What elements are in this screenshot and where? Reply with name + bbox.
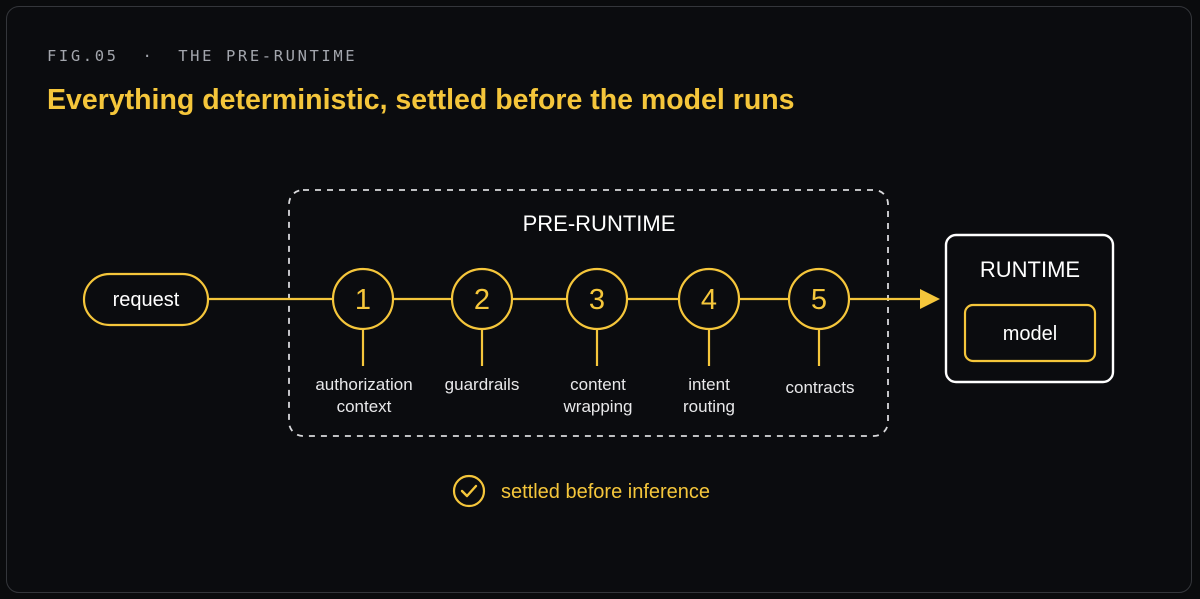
step-2-label-line1: guardrails (445, 375, 520, 394)
request-pill (82, 272, 210, 327)
step-5-label-line1: contracts (786, 378, 855, 397)
step-1-circle (331, 267, 395, 331)
step-3-number: 3 (589, 284, 605, 316)
model-label: model (1003, 323, 1057, 345)
flow-arrowhead (920, 289, 940, 309)
runtime-title: RUNTIME (980, 257, 1080, 282)
pre-runtime-title: PRE-RUNTIME (523, 211, 676, 236)
settled-note: settled before inference (501, 481, 710, 503)
step-2: 2 guardrails (445, 267, 520, 394)
step-4: 4 intent routing (677, 267, 741, 416)
step-1-label-line2: context (337, 397, 392, 416)
model-box (963, 303, 1097, 363)
step-4-label-line2: routing (683, 397, 735, 416)
step-1: 1 authorization context (315, 267, 413, 416)
step-3-label-line1: content (570, 375, 626, 394)
step-3-label-line2: wrapping (563, 397, 633, 416)
step-2-number: 2 (474, 284, 490, 316)
step-4-number: 4 (701, 284, 717, 316)
step-4-label-line1: intent (688, 375, 730, 394)
pre-runtime-container (288, 189, 889, 437)
figure-label: FIG.05 · THE PRE-RUNTIME (47, 47, 358, 65)
request-label: request (113, 289, 180, 311)
step-5: 5 contracts (786, 267, 855, 397)
step-1-label-line1: authorization (315, 375, 412, 394)
step-1-number: 1 (355, 284, 371, 316)
step-3-circle (565, 267, 629, 331)
step-4-circle (677, 267, 741, 331)
step-5-number: 5 (811, 284, 827, 316)
check-circle-icon (452, 474, 486, 508)
step-2-circle (450, 267, 514, 331)
step-3: 3 content wrapping (563, 267, 633, 416)
figure-headline: Everything deterministic, settled before… (47, 84, 795, 116)
step-5-circle (787, 267, 851, 331)
